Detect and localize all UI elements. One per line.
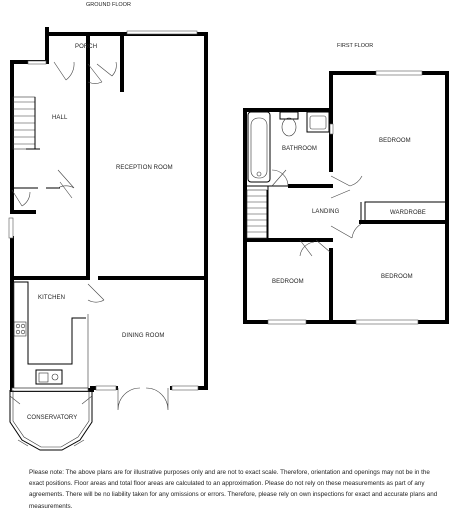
first-floor-stairs [246,189,268,239]
dining-window-left [95,385,117,391]
first-floor-plan: FIRST FLOOR [243,43,449,325]
ground-floor-doors [11,61,169,411]
wardrobe-unit [364,201,448,223]
ground-floor-heading: GROUND FLOOR [86,2,131,8]
disclaimer-note: Please note: The above plans are for ill… [29,469,438,510]
dining-window-right [171,385,199,391]
wardrobe-label: WARDROBE [390,210,426,216]
toilet [279,111,299,120]
bedroom-1-window [375,70,423,76]
porch-label: PORCH [75,44,97,50]
bedroom-2-label: BEDROOM [272,279,304,285]
bedroom-1-label: BEDROOM [379,138,411,144]
bedroom-3-window [355,319,419,325]
dining-room-label: DINING ROOM [122,333,164,339]
bathroom-fixtures [247,111,330,183]
bedroom-3-label: BEDROOM [381,274,413,280]
porch-walls [45,27,204,92]
ground-floor-outer-walls [10,32,208,392]
bedroom-2-window [267,319,307,325]
reception-room-label: RECEPTION ROOM [116,165,173,171]
bathroom-label: BATHROOM [282,146,317,152]
landing-label: LANDING [312,209,340,215]
first-floor-doors [271,169,363,257]
conservatory-label: CONSERVATORY [27,415,77,421]
kitchen-label: KITCHEN [38,295,65,301]
wash-basin [306,111,330,133]
bath-tub [247,111,271,183]
hall-label: HALL [52,115,68,121]
kitchen-sink [35,369,63,385]
side-window [8,217,14,239]
first-floor-heading: FIRST FLOOR [337,43,373,49]
ground-floor-plan: GROUND FLOOR [8,2,208,451]
ground-floor-stairs [12,96,40,150]
kitchen-units [13,281,89,389]
hall-window [27,60,47,65]
conservatory [9,390,93,451]
first-floor-outer-walls [243,71,449,324]
